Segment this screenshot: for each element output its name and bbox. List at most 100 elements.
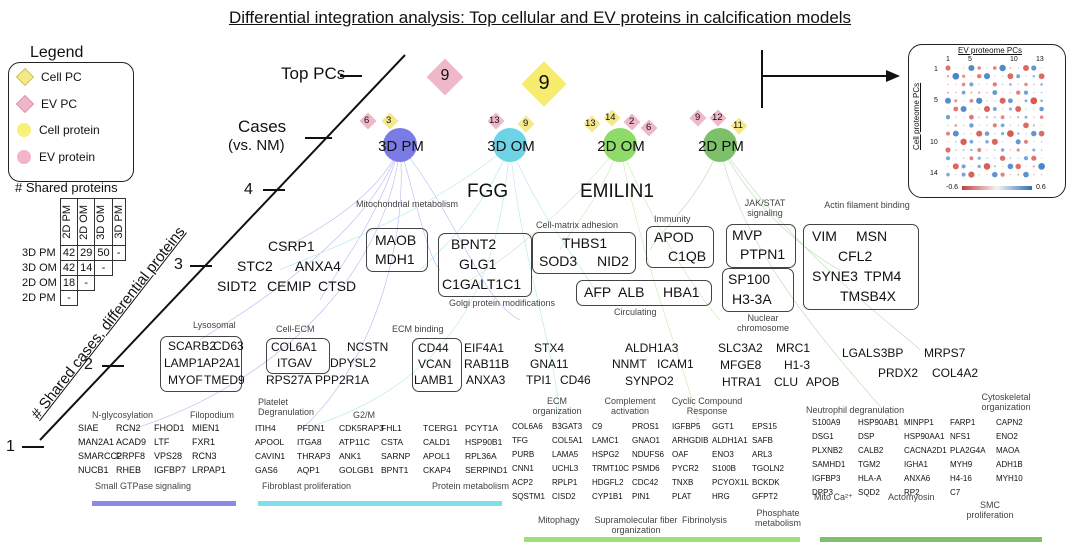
legend-item-cell-pc: Cell PC xyxy=(15,67,82,87)
bar-2d-om xyxy=(524,537,800,542)
category-label: Golgi protein modifications xyxy=(449,298,556,308)
heatmap-dot xyxy=(978,108,980,110)
protein: ITIH4 xyxy=(255,423,276,433)
protein: ADH1B xyxy=(996,460,1023,469)
protein: PSMD6 xyxy=(632,464,660,473)
heatmap-dot xyxy=(1025,108,1027,110)
heatmap-dot xyxy=(1016,74,1021,79)
pc-correlation-inset xyxy=(908,44,1066,198)
figure-title: Differential integration analysis: Top c… xyxy=(228,8,852,27)
heatmap-dot xyxy=(992,90,998,96)
heatmap-dot xyxy=(1025,165,1027,167)
protein: C7 xyxy=(950,488,961,497)
heatmap-dot xyxy=(1033,141,1035,143)
heatmap-dot xyxy=(947,108,949,110)
heatmap-dot xyxy=(1033,108,1035,110)
protein: ANXA4 xyxy=(295,258,341,274)
heatmap-dot xyxy=(1025,133,1027,135)
protein: ANK1 xyxy=(339,451,362,461)
protein: GOLGB1 xyxy=(339,465,374,475)
protein: DPP3 xyxy=(812,488,833,497)
heatmap-dot xyxy=(963,133,965,135)
protein: COL6A6 xyxy=(512,422,543,431)
heatmap-dot xyxy=(984,131,990,136)
heatmap-dot xyxy=(976,130,983,137)
protein: ICAM1 xyxy=(657,357,694,371)
heatmap-dot xyxy=(961,164,966,169)
protein: GNAO1 xyxy=(632,436,661,445)
heatmap-dot xyxy=(983,73,991,80)
heatmap-dot xyxy=(1023,90,1029,95)
category-label: Nuclear chromosome xyxy=(736,313,790,333)
heatmap-dot xyxy=(1007,163,1014,170)
heatmap-dot xyxy=(994,149,996,151)
heatmap-dot xyxy=(992,123,997,128)
category-label: JAK/STAT signaling xyxy=(744,198,786,218)
heatmap-dot xyxy=(945,147,951,153)
protein: LGALS3BP xyxy=(842,346,904,360)
protein: DPYSL2 xyxy=(330,356,377,370)
heatmap-dot xyxy=(978,124,980,126)
heatmap-dot xyxy=(1002,92,1004,94)
heatmap-dot xyxy=(1008,107,1012,111)
protein: EIF4A1 xyxy=(464,341,505,355)
heatmap-dot xyxy=(986,67,988,69)
heatmap-dot xyxy=(952,72,960,80)
protein: IGFBP5 xyxy=(672,422,701,431)
heatmap-dot xyxy=(977,156,981,160)
heatmap-dot xyxy=(961,172,966,177)
heatmap-dot xyxy=(947,124,949,127)
protein: ANXA3 xyxy=(466,373,506,387)
heatmap-dot xyxy=(1023,171,1029,178)
protein: LRPAP1 xyxy=(192,465,226,475)
heatmap-dot xyxy=(1023,65,1029,71)
category-label: ECM organization xyxy=(532,396,582,416)
heatmap-dot xyxy=(969,139,974,144)
heatmap-dot xyxy=(992,107,997,111)
heatmap-dot xyxy=(1038,73,1045,80)
protein: CAVIN1 xyxy=(255,451,286,461)
heatmap-dot xyxy=(963,67,965,69)
protein: TGM2 xyxy=(858,460,881,469)
protein: LAMA5 xyxy=(552,450,579,459)
category-label: Supramolecular fiber organization xyxy=(594,515,678,535)
protein: CDC42 xyxy=(632,478,659,487)
heatmap-dot xyxy=(955,83,957,85)
table-row: 2D PM - xyxy=(20,290,125,306)
heatmap-dot xyxy=(1032,124,1035,127)
heatmap-dot xyxy=(985,116,989,119)
heatmap-dot xyxy=(1024,115,1028,119)
hub-label-3d-om: 3D OM xyxy=(487,138,535,155)
heatmap-dot xyxy=(970,108,972,110)
heatmap-dot xyxy=(1002,108,1004,110)
heatmap-dot xyxy=(1031,130,1037,137)
heatmap-dot xyxy=(993,116,996,119)
heatmap-dot xyxy=(1023,156,1029,161)
protein: FHOD1 xyxy=(154,423,185,433)
heatmap-dot xyxy=(955,67,957,69)
heatmap-dot xyxy=(1017,67,1019,69)
protein: TPI1 xyxy=(526,373,552,387)
protein: PCYT1A xyxy=(465,423,499,433)
protein: S100A9 xyxy=(812,418,841,427)
heatmap-dot xyxy=(992,171,998,178)
heatmap-dot xyxy=(1038,130,1045,137)
heatmap-dot xyxy=(1009,174,1011,176)
protein: C9 xyxy=(592,422,603,431)
heatmap-dot xyxy=(1033,173,1035,176)
heatmap-dot xyxy=(961,74,966,78)
heatmap-dot xyxy=(947,165,949,167)
heatmap-dot xyxy=(1031,65,1037,71)
protein-emilin1: EMILIN1 xyxy=(580,181,654,202)
heatmap-dot xyxy=(1040,173,1043,176)
heatmap-dot xyxy=(976,73,982,79)
protein: ANXA6 xyxy=(904,474,931,483)
heatmap-dot xyxy=(1007,73,1014,80)
heatmap-dot xyxy=(1009,116,1012,118)
heatmap-dot xyxy=(955,157,957,159)
heatmap-dot xyxy=(955,149,957,151)
protein: CAPN2 xyxy=(996,418,1023,427)
heatmap-dot xyxy=(970,75,972,77)
